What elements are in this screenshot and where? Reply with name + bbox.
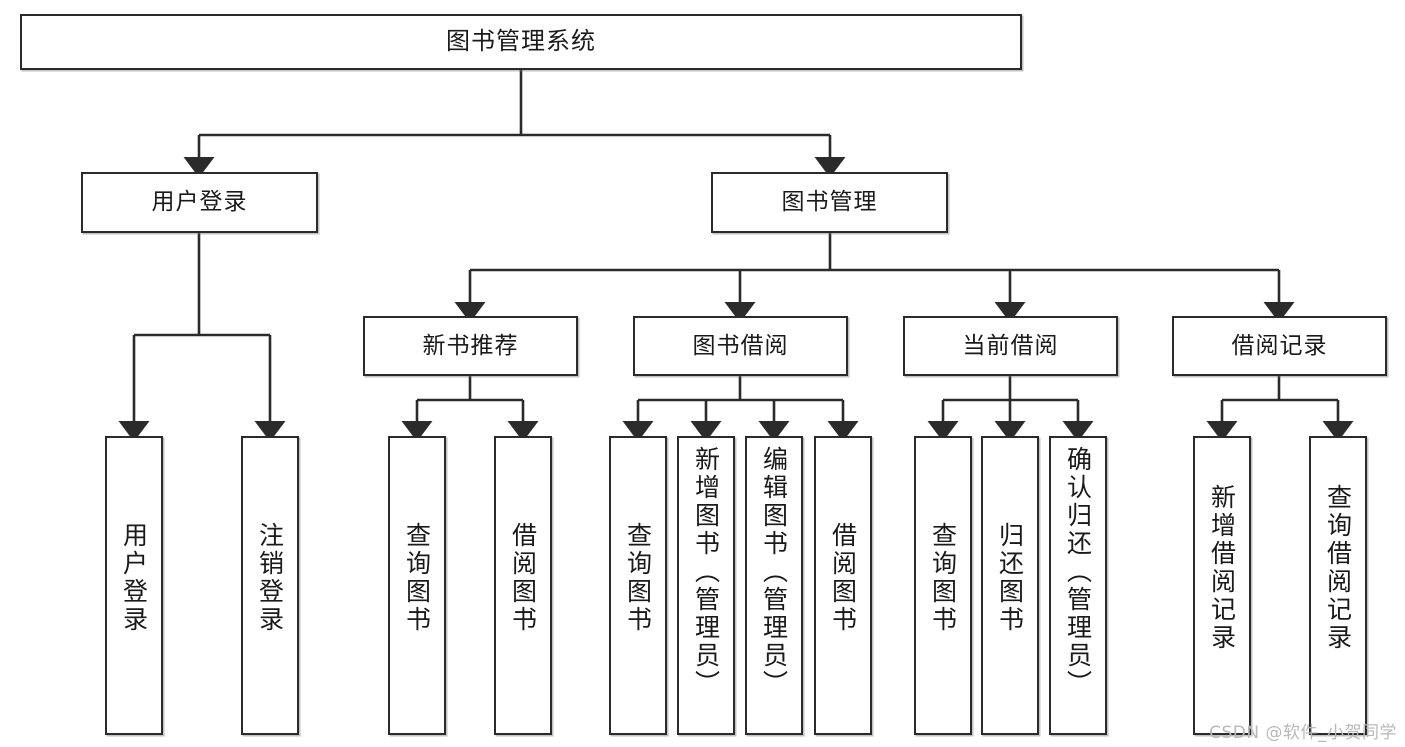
node-label: 用户登录 — [151, 189, 248, 216]
node-label: 注销登录 — [255, 522, 285, 634]
leaf-user-login[interactable]: 用户登录 — [105, 436, 163, 735]
leaf-borrow-book-2[interactable]: 借阅图书 — [814, 436, 872, 735]
node-label: 查询图书 — [402, 522, 432, 634]
leaf-query-book-2[interactable]: 查询图书 — [609, 436, 667, 735]
leaf-borrow-book-1[interactable]: 借阅图书 — [494, 436, 552, 735]
leaf-edit-book[interactable]: 编辑图书（管理员） — [745, 436, 803, 735]
node-borrow-record[interactable]: 借阅记录 — [1172, 316, 1387, 376]
node-label: 图书管理 — [781, 189, 878, 216]
node-label: 借阅图书 — [508, 522, 538, 634]
leaf-query-record[interactable]: 查询借阅记录 — [1309, 436, 1367, 735]
leaf-return-book[interactable]: 归还图书 — [981, 436, 1039, 735]
leaf-query-book-1[interactable]: 查询图书 — [388, 436, 446, 735]
node-book-management-system[interactable]: 图书管理系统 — [20, 14, 1022, 70]
node-label: 归还图书 — [995, 522, 1025, 634]
node-label: 借阅记录 — [1231, 332, 1328, 359]
node-label: 图书借阅 — [692, 332, 789, 359]
node-book-borrow[interactable]: 图书借阅 — [633, 316, 848, 376]
node-label: 新书推荐 — [422, 332, 519, 359]
node-current-borrow[interactable]: 当前借阅 — [903, 316, 1118, 376]
node-label: 查询图书 — [928, 522, 958, 634]
node-new-book-recommend[interactable]: 新书推荐 — [363, 316, 578, 376]
leaf-add-book[interactable]: 新增图书（管理员） — [677, 436, 735, 735]
node-label: 图书管理系统 — [446, 27, 596, 56]
node-label: 新增借阅记录 — [1207, 484, 1237, 652]
node-label: 查询借阅记录 — [1323, 484, 1353, 652]
leaf-query-book-3[interactable]: 查询图书 — [914, 436, 972, 735]
node-book-management[interactable]: 图书管理 — [711, 172, 948, 233]
node-label: 用户登录 — [119, 522, 149, 634]
leaf-add-record[interactable]: 新增借阅记录 — [1193, 436, 1251, 735]
node-label: 当前借阅 — [962, 332, 1059, 359]
leaf-logout-login[interactable]: 注销登录 — [241, 436, 299, 735]
node-label: 借阅图书 — [828, 522, 858, 634]
node-user-login[interactable]: 用户登录 — [81, 172, 318, 233]
node-label: 新增图书（管理员） — [691, 446, 721, 698]
node-label: 确认归还（管理员） — [1063, 446, 1093, 698]
node-label: 编辑图书（管理员） — [759, 446, 789, 698]
csdn-watermark: CSDN @软件_小贺同学 — [1209, 723, 1397, 743]
node-label: 查询图书 — [623, 522, 653, 634]
leaf-confirm-return[interactable]: 确认归还（管理员） — [1049, 436, 1107, 735]
